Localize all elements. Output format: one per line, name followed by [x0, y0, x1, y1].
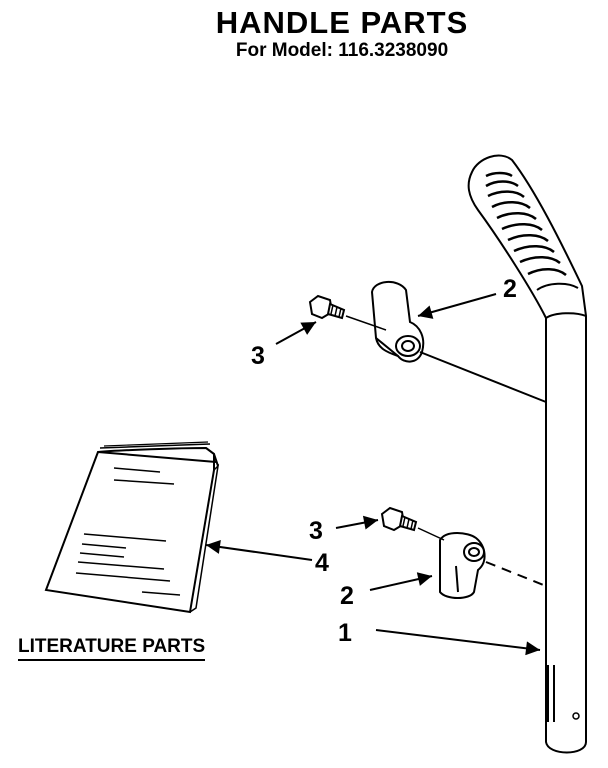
alignment-line	[345, 315, 387, 331]
callout-label: 1	[338, 619, 352, 647]
callout-label: 3	[309, 517, 323, 545]
alignment-line	[417, 527, 445, 541]
callout-label: 2	[340, 582, 354, 610]
callout-label: 4	[315, 549, 329, 577]
callout-label: 2	[503, 275, 517, 303]
literature-parts-heading: LITERATURE PARTS	[18, 636, 206, 661]
grip-ridges-icon	[485, 171, 567, 277]
lower-grip-clip	[439, 532, 486, 599]
upper-screw-icon	[308, 294, 346, 320]
callout-label: 3	[251, 342, 265, 370]
model-subtitle: For Model: 116.3238090	[235, 40, 449, 61]
handle-tube	[467, 154, 587, 754]
lower-screw-icon	[380, 506, 418, 532]
page-title: HANDLE PARTS	[215, 5, 469, 40]
upper-grip-clip	[370, 281, 425, 363]
alignment-line	[485, 561, 547, 587]
owners-manual-icon	[44, 441, 220, 614]
callout-arrows	[205, 293, 541, 656]
alignment-line	[419, 351, 547, 403]
